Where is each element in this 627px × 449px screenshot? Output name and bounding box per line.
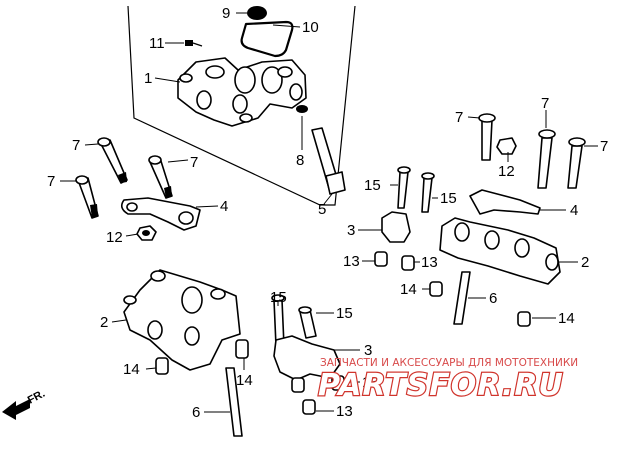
bushing-part-13b [401,255,415,271]
callout-13b: 13 [421,254,438,271]
bushing-part-13c [291,377,305,393]
dowel-part-14a [429,281,443,297]
callout-14d: 14 [236,372,253,389]
front-direction-label: FR. [26,388,47,407]
callout-3b: 3 [364,342,372,359]
arrow-left-icon [2,399,30,420]
watermark-logo: PARTSFOR.RU [318,368,564,403]
bolt-part-7a [97,137,128,184]
leader-lines [60,12,598,413]
cylinder-head-outline [127,5,356,206]
bolt-part-7f [567,137,586,189]
callout-15a: 15 [364,177,381,194]
oil-jet-5 [311,127,346,195]
callout-12a: 12 [106,229,123,246]
callout-1: 1 [144,70,152,87]
callout-13c: 13 [362,374,379,391]
callout-11: 11 [149,35,165,52]
rocker-arm-4a [120,197,201,231]
bushing-part-13d [302,399,316,415]
callout-8: 8 [296,152,304,169]
callout-4b: 4 [570,202,578,219]
callout-9: 9 [222,5,230,22]
callout-15b: 15 [440,190,457,207]
callout-13d: 13 [336,403,353,420]
watermark: ЗАПЧАСТИ И АКСЕССУАРЫ ДЛЯ МОТОТЕХНИКИ PA… [317,357,578,404]
callout-4a: 4 [220,198,228,215]
nut-part-12a [136,225,157,241]
callout-13a: 13 [343,253,360,270]
callout-2b: 2 [100,314,108,331]
dowel-part-14d [235,339,249,359]
rocker-arm-3a [381,211,411,243]
grommet-part [247,6,267,20]
bolt-part-15b [421,172,435,213]
callout-7f: 7 [600,138,608,155]
stud-part-6a [453,271,471,325]
callout-15c: 15 [270,289,287,306]
bolt-part-7b [148,155,173,199]
watermark-tagline: ЗАПЧАСТИ И АКСЕССУАРЫ ДЛЯ МОТОТЕХНИКИ [320,357,578,369]
callout-12b: 12 [498,163,515,180]
callout-15d: 15 [336,305,353,322]
head-cover-gasket [240,20,294,58]
callout-7b: 7 [190,154,198,171]
rocker-holder-1 [177,57,307,127]
callout-labels: 9 10 11 1 8 5 7 7 7 4 12 7 7 7 12 15 15 … [47,5,608,421]
callout-7e: 7 [541,95,549,112]
callout-3a: 3 [347,222,355,239]
callout-14c: 14 [123,361,140,378]
bolt-part-11 [185,40,203,47]
callout-5: 5 [318,201,326,218]
nut-part-12b [496,137,517,155]
rocker-arm-3b [273,335,341,381]
washer-part-8 [296,105,308,113]
callout-2a: 2 [581,254,589,271]
callout-6a: 6 [489,290,497,307]
callout-6b: 6 [192,404,200,421]
callout-7d: 7 [455,109,463,126]
callout-14b: 14 [558,310,575,327]
rocker-holder-2b [123,269,241,371]
dowel-part-14c [155,357,169,375]
rocker-holder-2a [439,217,561,285]
callout-14a: 14 [400,281,417,298]
bolt-part-7c [75,175,99,219]
bushing-part-13e [331,375,345,391]
callout-10: 10 [302,19,319,36]
callout-7c: 7 [47,173,55,190]
dowel-part-14b [517,311,531,327]
bolt-part-7e [537,129,556,189]
bolt-part-7d [478,113,496,161]
bolt-part-15d [298,306,317,339]
callout-7a: 7 [72,137,80,154]
bolt-part-15a [397,166,411,209]
stud-part-6b [225,367,243,437]
bushing-part-13a [374,251,388,267]
front-direction-indicator: FR. [2,388,47,420]
rocker-arm-4b [469,189,541,215]
